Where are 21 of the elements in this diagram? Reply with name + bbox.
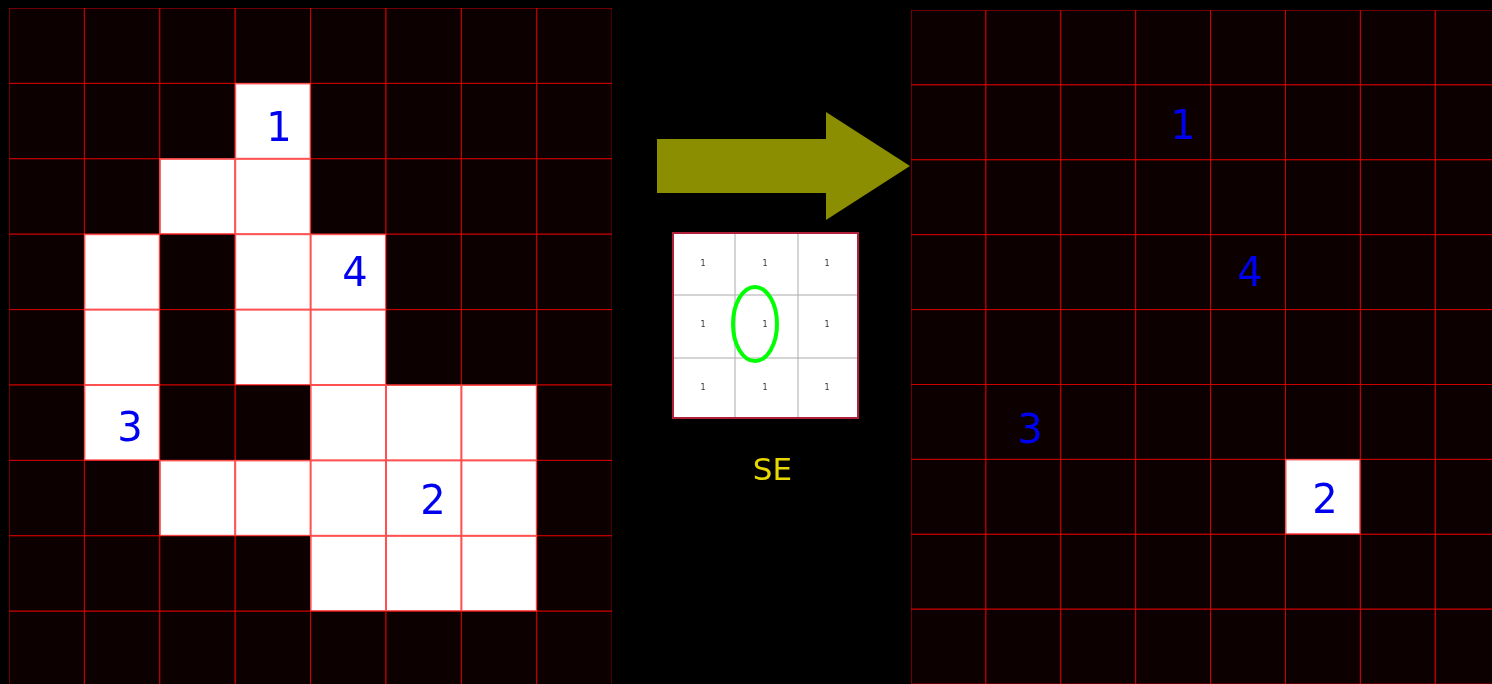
- kernel-value: 1: [762, 260, 768, 268]
- kernel-title: SE: [751, 451, 794, 487]
- kernel-value: 1: [700, 260, 706, 268]
- pixel-label: 2: [420, 480, 446, 520]
- kernel-value: 1: [824, 384, 830, 392]
- pixel-grid: [9, 8, 612, 684]
- pixel-label: 3: [117, 407, 143, 447]
- kernel-value: 1: [762, 384, 768, 392]
- kernel-value: 1: [824, 260, 830, 268]
- pixel-label: 1: [266, 107, 292, 147]
- pixel-label: 4: [1237, 252, 1263, 292]
- pixel-grid: [911, 10, 1492, 684]
- pixel-label: 4: [342, 252, 368, 292]
- kernel-value: 1: [700, 321, 706, 329]
- kernel-value: 1: [762, 321, 768, 329]
- pixel-label: 1: [1170, 105, 1196, 145]
- block-arrow: [657, 112, 910, 220]
- pixel-label: 2: [1312, 479, 1338, 519]
- kernel-value: 1: [700, 384, 706, 392]
- kernel-value: 1: [824, 321, 830, 329]
- pixel-label: 3: [1017, 409, 1043, 449]
